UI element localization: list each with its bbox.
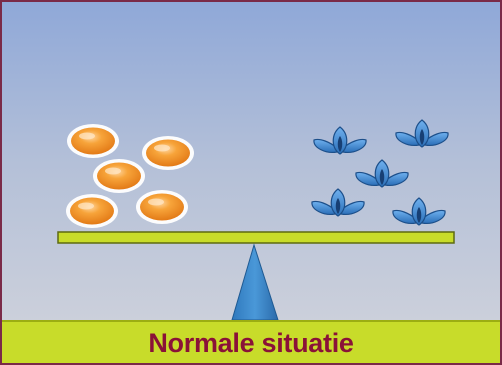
caption-label: Normale situatie [148, 328, 354, 358]
blue-flower-icon [313, 126, 367, 155]
blue-flower-icon [355, 159, 409, 188]
blue-flower-icon [311, 188, 365, 217]
right-pan-blue-items [311, 119, 449, 226]
orange-oval-icon [93, 159, 145, 193]
scale-beam [57, 231, 455, 244]
blue-flower-icon [395, 119, 449, 148]
left-pan-orange-items [66, 124, 194, 228]
orange-oval-icon [66, 194, 118, 228]
fulcrum-triangle [231, 243, 279, 321]
caption-bar: Normale situatie [2, 320, 500, 363]
orange-oval-icon [67, 124, 119, 158]
orange-oval-icon [136, 190, 188, 224]
orange-oval-icon [142, 136, 194, 170]
blue-flower-icon [392, 197, 446, 226]
